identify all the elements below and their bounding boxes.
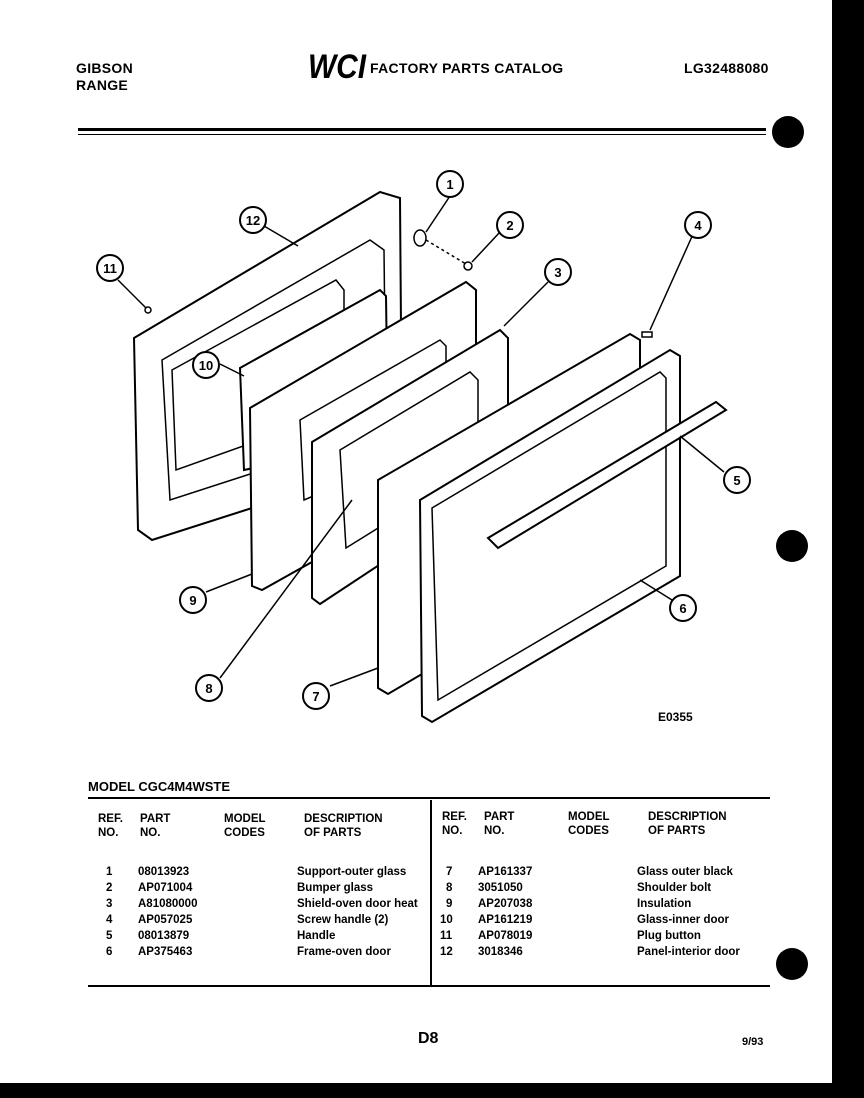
header-rule-thin — [78, 134, 766, 135]
svg-text:4: 4 — [694, 218, 702, 233]
handle — [486, 400, 728, 550]
callout-1: 1 — [436, 170, 464, 198]
catalog-page: GIBSON RANGE WCI FACTORY PARTS CATALOG L… — [0, 0, 832, 1083]
catalog-number: LG32488080 — [684, 60, 769, 76]
header-ref-right: REF.NO. — [442, 811, 467, 837]
page-code: D8 — [418, 1030, 439, 1047]
callout-6: 6 — [669, 594, 697, 622]
svg-text:1: 1 — [446, 177, 453, 192]
svg-text:12: 12 — [246, 213, 260, 228]
catalog-title: FACTORY PARTS CATALOG — [370, 60, 564, 76]
callout-10: 10 — [192, 351, 220, 379]
svg-text:2: 2 — [506, 218, 513, 233]
punch-hole — [772, 116, 804, 148]
svg-text:9: 9 — [189, 593, 196, 608]
revision-date: 9/93 — [742, 1036, 764, 1048]
header-rule — [78, 128, 766, 131]
callout-2: 2 — [496, 211, 524, 239]
svg-text:11: 11 — [103, 261, 117, 276]
screw-handle — [641, 331, 653, 338]
brand-name: GIBSON — [76, 60, 134, 76]
callout-7: 7 — [302, 682, 330, 710]
svg-text:7: 7 — [312, 689, 319, 704]
product-type: RANGE — [76, 77, 129, 93]
svg-text:8: 8 — [205, 681, 212, 696]
support-outer-glass — [413, 229, 427, 247]
bumper-glass — [463, 261, 473, 271]
logo-text: WCI — [308, 48, 367, 82]
plug-button — [144, 306, 152, 314]
model-label: MODEL CGC4M4WSTE — [88, 779, 231, 794]
callout-4: 4 — [684, 211, 712, 239]
svg-text:5: 5 — [733, 473, 740, 488]
punch-hole — [776, 530, 808, 562]
exploded-door-diagram: 1 2 3 4 5 6 7 8 9 10 11 12 — [96, 170, 751, 724]
table-top-rule — [88, 797, 770, 799]
wci-logo: WCI — [308, 48, 367, 82]
header-ref: REF.NO. — [98, 813, 123, 839]
punch-hole — [776, 948, 808, 980]
callout-8: 8 — [195, 674, 223, 702]
figure-code: E0355 — [658, 710, 693, 724]
table-divider — [430, 800, 432, 986]
table-bottom-rule — [88, 985, 770, 987]
callout-12: 12 — [239, 206, 267, 234]
callout-11: 11 — [96, 254, 124, 282]
brand-block: GIBSON RANGE — [76, 60, 133, 94]
callout-3: 3 — [544, 258, 572, 286]
svg-text:10: 10 — [199, 358, 213, 373]
callout-5: 5 — [723, 466, 751, 494]
svg-text:3: 3 — [554, 265, 561, 280]
callout-9: 9 — [179, 586, 207, 614]
svg-text:6: 6 — [679, 601, 686, 616]
